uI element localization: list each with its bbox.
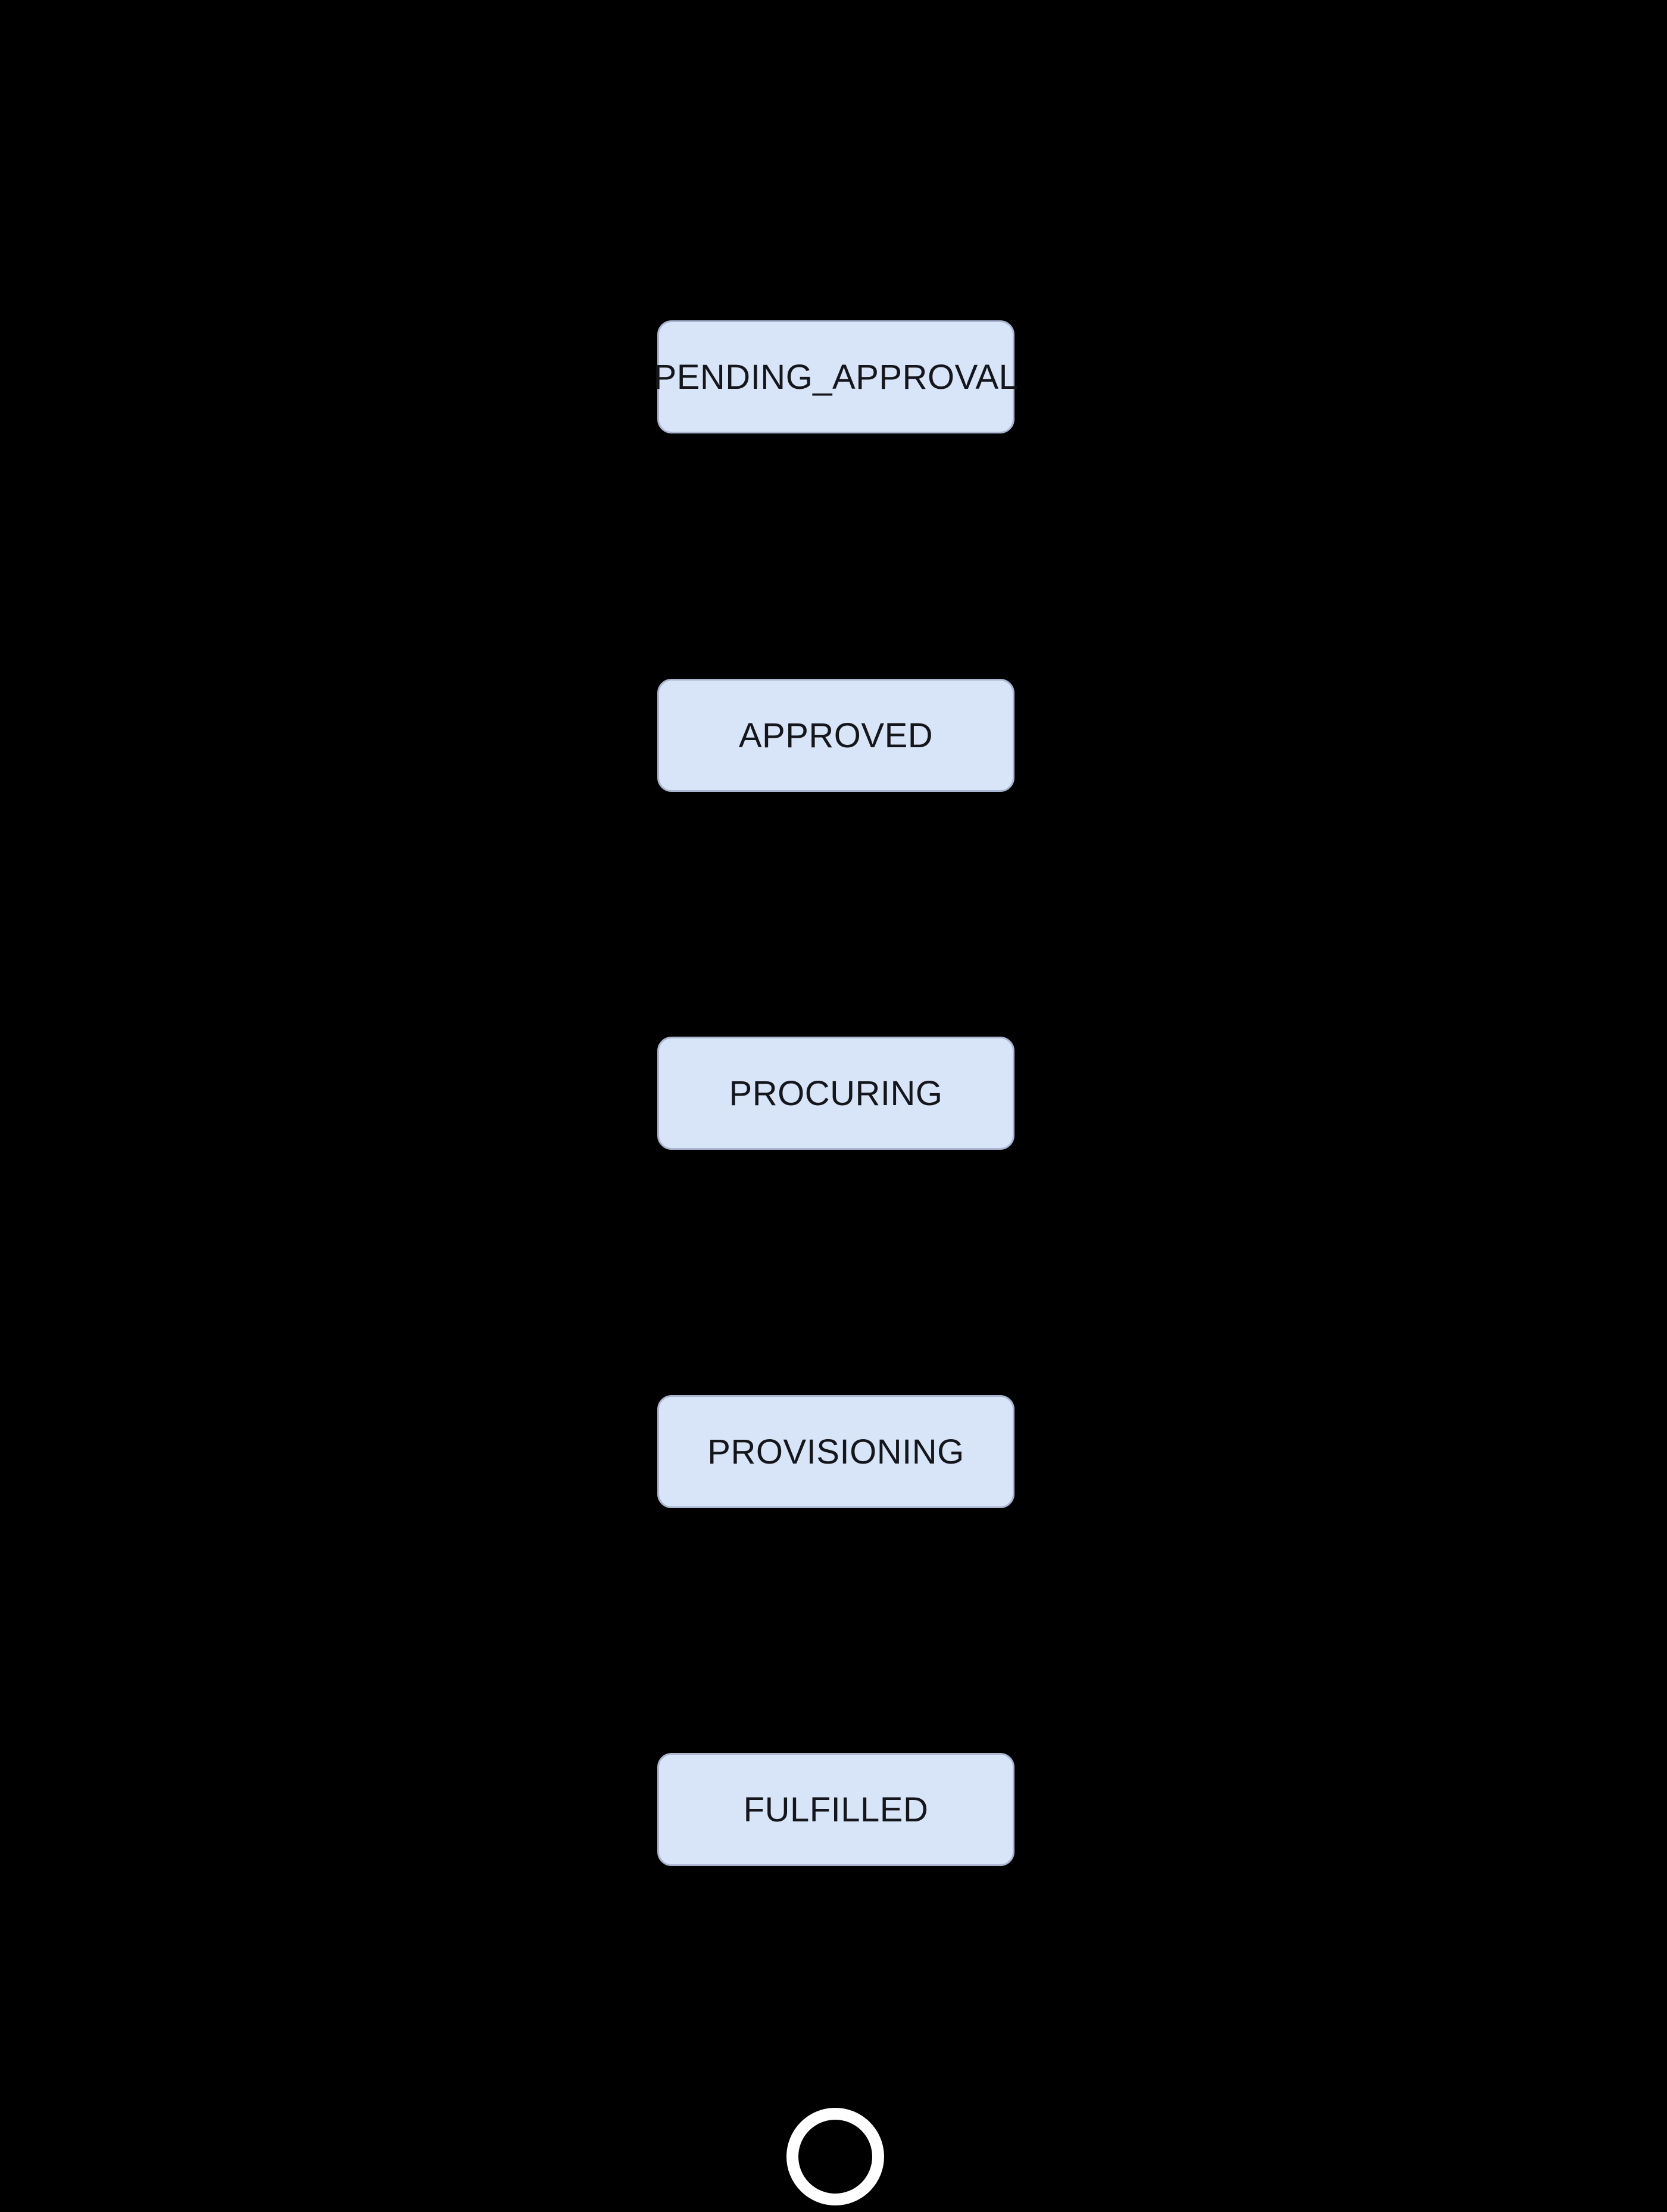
state-label: APPROVED (738, 716, 934, 755)
state-node-provisioning: PROVISIONING (657, 1395, 1014, 1508)
state-node-approved: APPROVED (657, 679, 1014, 792)
state-node-procuring: PROCURING (657, 1037, 1014, 1150)
final-state-ring-icon (786, 2108, 884, 2205)
state-node-fulfilled: FULFILLED (657, 1753, 1014, 1866)
state-label: PROCURING (729, 1074, 943, 1113)
state-node-pending-approval: PENDING_APPROVAL (654, 320, 1018, 433)
state-label: PENDING_APPROVAL (653, 357, 1019, 397)
state-label: FULFILLED (743, 1790, 929, 1829)
state-label: PROVISIONING (707, 1432, 964, 1471)
